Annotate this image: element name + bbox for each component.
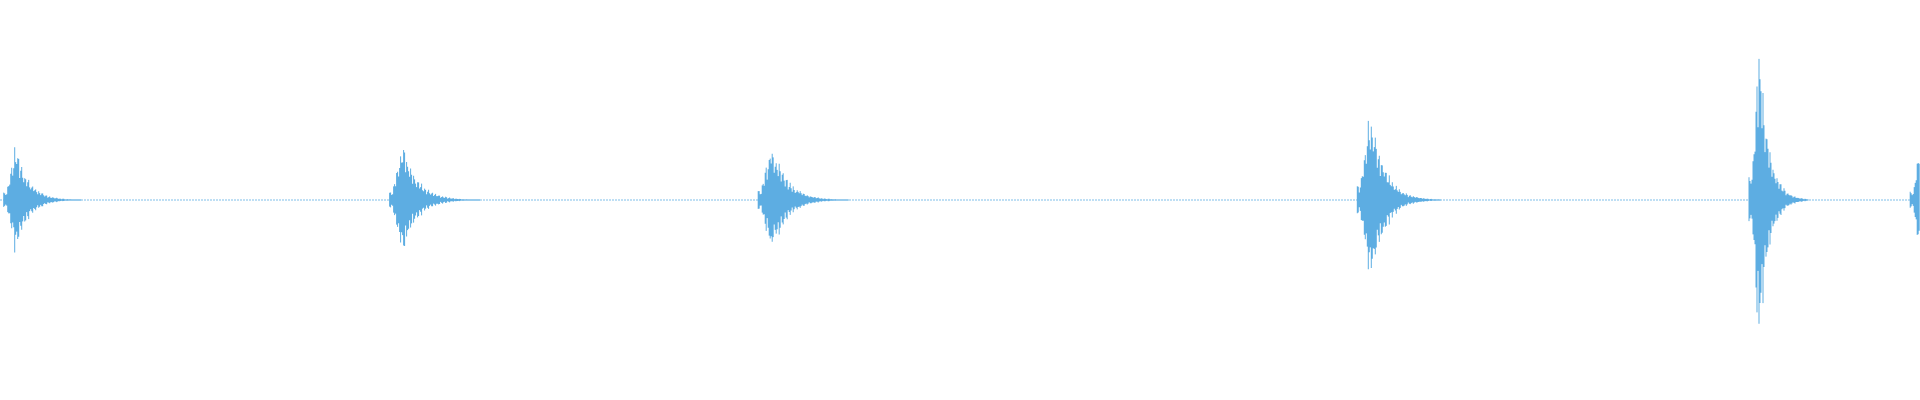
waveform-transient-1 — [3, 147, 82, 253]
waveform-trace — [3, 58, 1920, 324]
waveform-transient-3 — [757, 153, 849, 242]
waveform-transient-6 — [1909, 163, 1920, 235]
waveform-transient-2 — [389, 150, 481, 246]
waveform-transient-4 — [1356, 120, 1441, 270]
waveform-transient-5 — [1748, 58, 1809, 324]
